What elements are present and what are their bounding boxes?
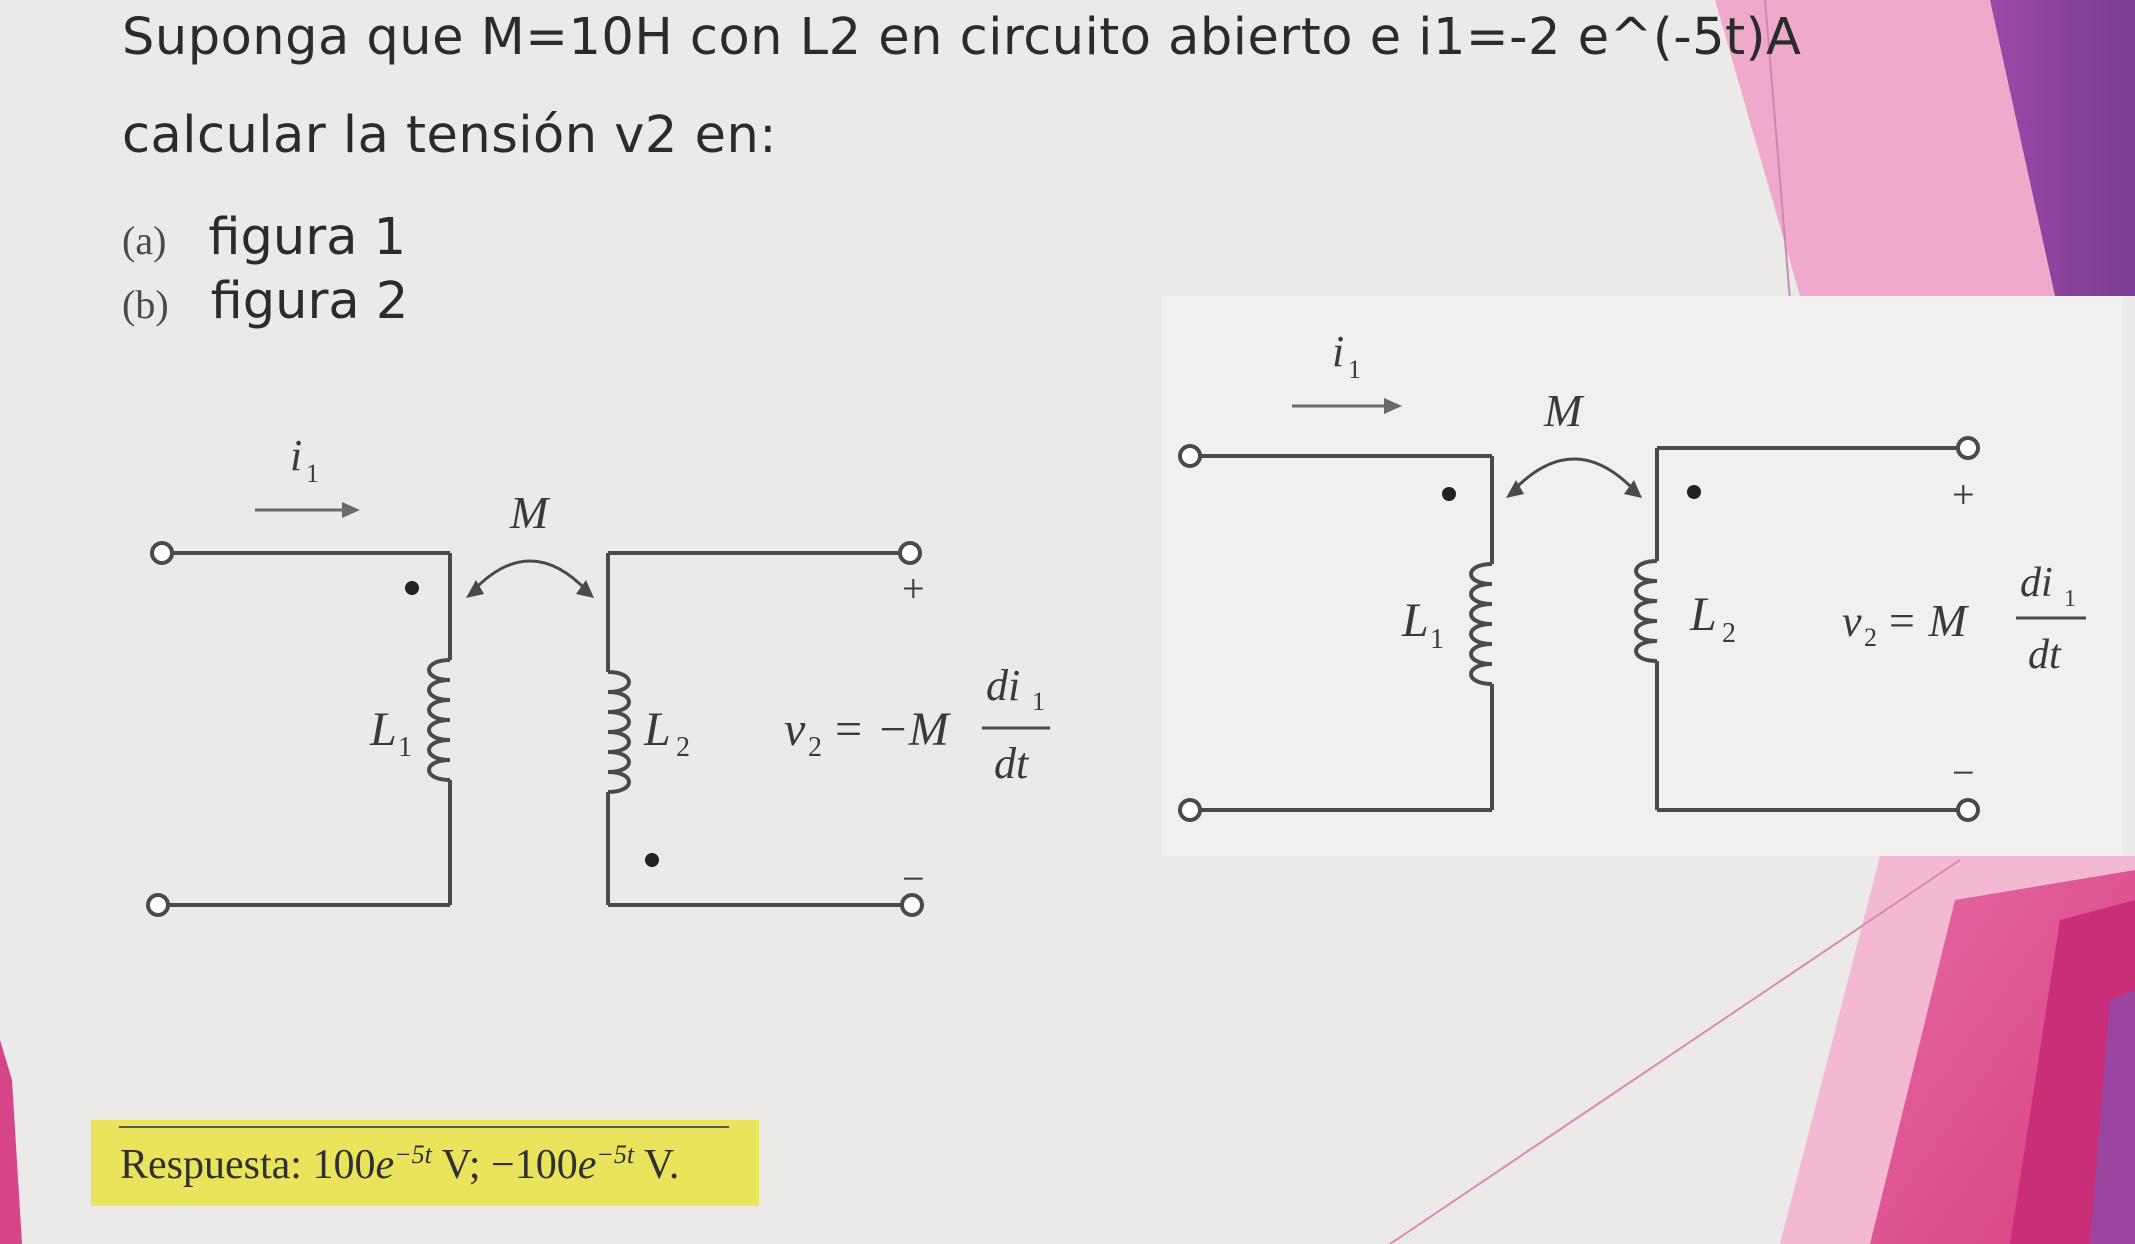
diagram-subscript-6: 2	[676, 732, 690, 763]
fig1-dot-l1	[405, 581, 419, 595]
answer-e1: e	[375, 1142, 395, 1188]
fig1-terminal-bottom-right	[900, 893, 924, 917]
option-b: (b) figura 2	[122, 272, 408, 331]
answer-prefix: Respuesta: 100	[120, 1142, 376, 1188]
fig1-mutual-arc	[470, 559, 590, 594]
fig2-fraction-numerator: di	[2020, 560, 2053, 606]
answer-rule	[119, 1126, 729, 1128]
figure-1-circuit: i 1 M L 1 L 2 + − v 2 = −M di 1 dt	[146, 431, 1050, 917]
fig2-mutual-label: M	[1543, 385, 1585, 436]
fig2-current-label: i	[1332, 327, 1344, 376]
figure-2-circuit: i 1 M L 1 L 2 + − v 2 = M di 1 dt	[1178, 327, 2086, 822]
fig2-equation: = M	[1886, 595, 1970, 646]
diagram-subscript-28: 1	[2064, 586, 2076, 612]
problem-statement-line1: Suponga que M=10H con L2 en circuito abi…	[122, 8, 1802, 67]
fig1-terminal-top-left	[150, 541, 174, 565]
fig1-l2-label: L	[643, 703, 671, 756]
answer-exp2: −5t	[596, 1140, 635, 1169]
left-accent-shape	[0, 1040, 22, 1244]
fig1-terminal-top-right	[898, 541, 922, 565]
top-right-pink-wedge	[1715, 0, 2060, 296]
fig2-dot-l2	[1687, 485, 1701, 499]
fig2-terminal-bottom-left	[1178, 798, 1202, 822]
answer-box: Respuesta: 100e−5t V; −100e−5t V.	[91, 1120, 759, 1206]
fig2-terminal-bottom-right	[1956, 798, 1980, 822]
answer-mid: V; −100	[431, 1142, 578, 1188]
fig1-coil-l1	[427, 658, 451, 782]
fig2-coil-l1	[1469, 562, 1493, 686]
fig2-terminal-top-left	[1178, 444, 1202, 468]
answer-suffix: V.	[634, 1142, 680, 1188]
problem-statement-line2: calcular la tensión v2 en:	[122, 106, 777, 165]
fig1-terminal-bottom-left	[146, 893, 170, 917]
fig2-current-arrow	[1384, 398, 1402, 414]
option-b-text: figura 2	[210, 272, 409, 331]
diagram-subscript-25: 2	[1864, 623, 1877, 652]
answer-exp1: −5t	[394, 1140, 432, 1169]
option-a-letter: (a)	[122, 218, 167, 263]
fig2-coil-l2	[1634, 559, 1658, 663]
fig2-l2-label: L	[1689, 588, 1717, 641]
fig1-dot-l2	[645, 853, 659, 867]
option-b-letter: (b)	[122, 282, 169, 327]
top-right-purple-shape	[1990, 0, 2135, 296]
fig1-mutual-label: M	[509, 487, 551, 538]
answer-text: Respuesta: 100e−5t V; −100e−5t V.	[120, 1140, 679, 1189]
fig2-l1-label: L	[1401, 594, 1429, 647]
diagram-subscript-10: 2	[808, 732, 822, 763]
option-a-text: figura 1	[208, 208, 407, 267]
diagram-subscript-1: 1	[306, 459, 319, 488]
fig2-plus-label: +	[1952, 472, 1975, 517]
diagram-subscript-13: 1	[1032, 687, 1045, 716]
fig1-plus-label: +	[902, 566, 925, 611]
fig1-current-arrow	[342, 502, 360, 518]
diagram-subscript-19: 1	[1430, 624, 1444, 655]
fig2-mutual-arc	[1510, 457, 1638, 494]
fig2-v2-label: v	[1842, 597, 1862, 646]
fig1-coil-l2	[607, 670, 631, 794]
diagram-subscript-16: 1	[1348, 355, 1361, 384]
figure-2-panel	[1162, 296, 2122, 856]
bottom-right-purple	[2090, 990, 2135, 1244]
diagram-subscript-21: 2	[1722, 618, 1736, 649]
fig1-v2-label: v	[784, 703, 806, 756]
fig2-dot-l1	[1442, 487, 1456, 501]
fig1-l1-label: L	[369, 703, 397, 756]
fig2-terminal-top-right	[1956, 436, 1980, 460]
fig1-current-label: i	[290, 431, 302, 480]
option-a: (a) figura 1	[122, 208, 406, 267]
fig1-minus-label: −	[902, 856, 925, 901]
fig2-fraction-denominator: dt	[2028, 632, 2062, 678]
answer-e2: e	[577, 1142, 597, 1188]
fig1-fraction-denominator: dt	[994, 739, 1030, 788]
fig1-fraction-numerator: di	[986, 661, 1020, 710]
fig1-equation: = −M	[832, 703, 952, 756]
fig2-minus-label: −	[1952, 750, 1975, 795]
diagram-subscript-4: 1	[398, 732, 412, 763]
